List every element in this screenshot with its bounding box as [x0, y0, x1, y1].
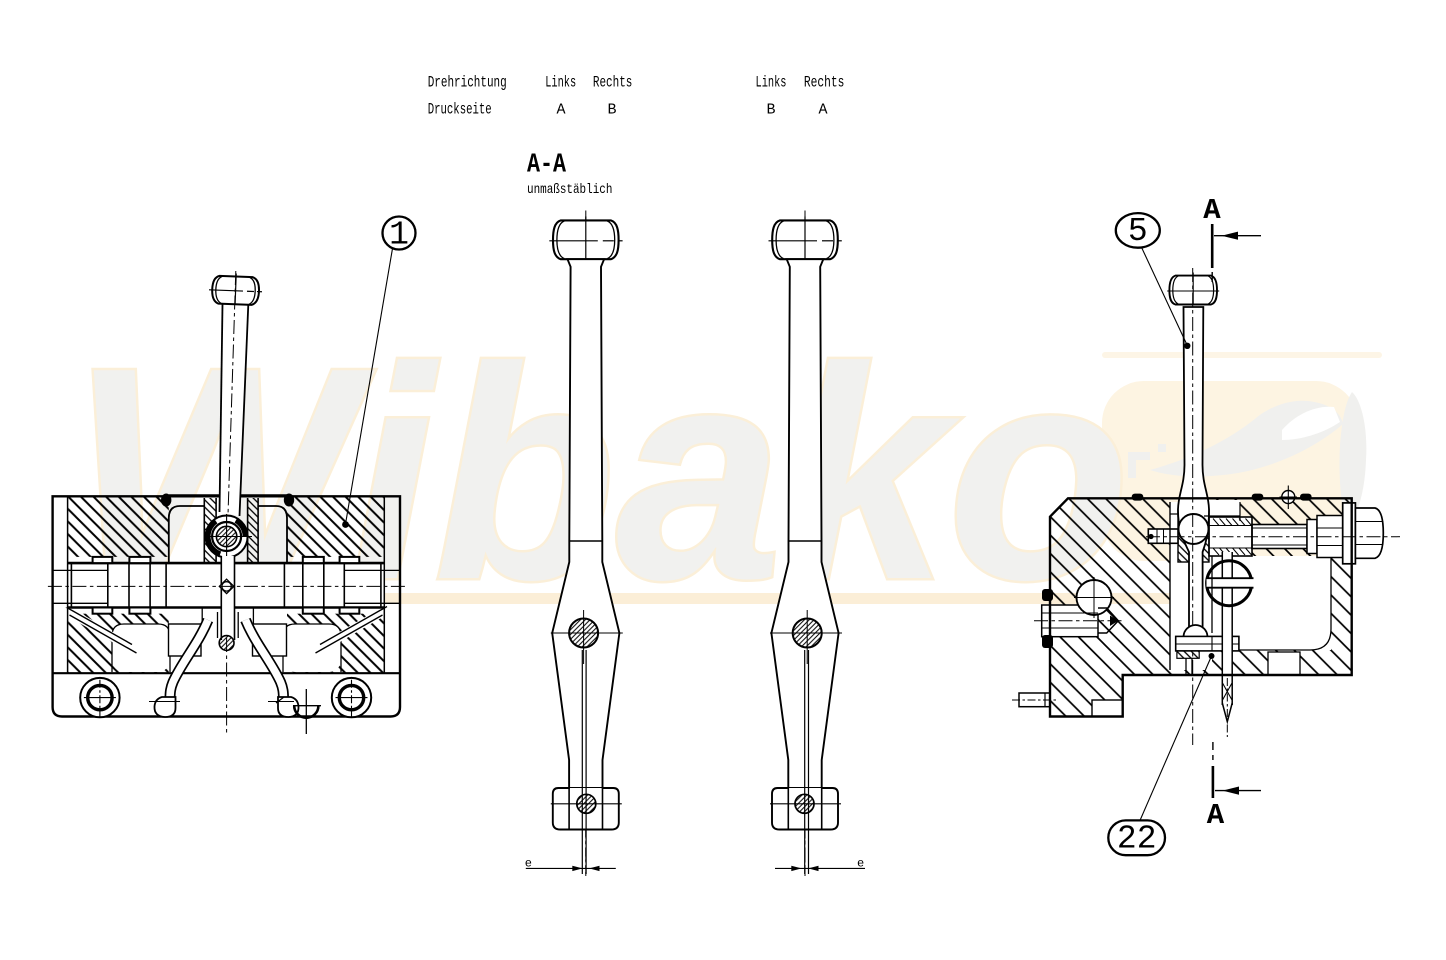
svg-text:Rechts: Rechts — [804, 74, 845, 92]
svg-text:unmaßstäblich: unmaßstäblich — [527, 182, 612, 198]
svg-text:A: A — [557, 102, 566, 119]
svg-text:5: 5 — [1128, 213, 1148, 250]
svg-text:Druckseite: Druckseite — [428, 101, 492, 119]
svg-text:22: 22 — [1117, 821, 1157, 858]
svg-text:A: A — [819, 102, 828, 119]
svg-text:e: e — [525, 857, 532, 871]
svg-text:A: A — [1203, 194, 1221, 227]
svg-text:e: e — [857, 857, 864, 871]
svg-text:B: B — [767, 102, 776, 119]
svg-text:1: 1 — [389, 217, 409, 254]
svg-text:Rechts: Rechts — [593, 74, 633, 92]
svg-text:Links: Links — [756, 74, 787, 92]
svg-text:Links: Links — [545, 74, 576, 92]
svg-text:B: B — [608, 102, 617, 119]
svg-text:A-A: A-A — [527, 150, 567, 180]
svg-text:Drehrichtung: Drehrichtung — [428, 74, 507, 92]
svg-text:A: A — [1207, 799, 1225, 832]
